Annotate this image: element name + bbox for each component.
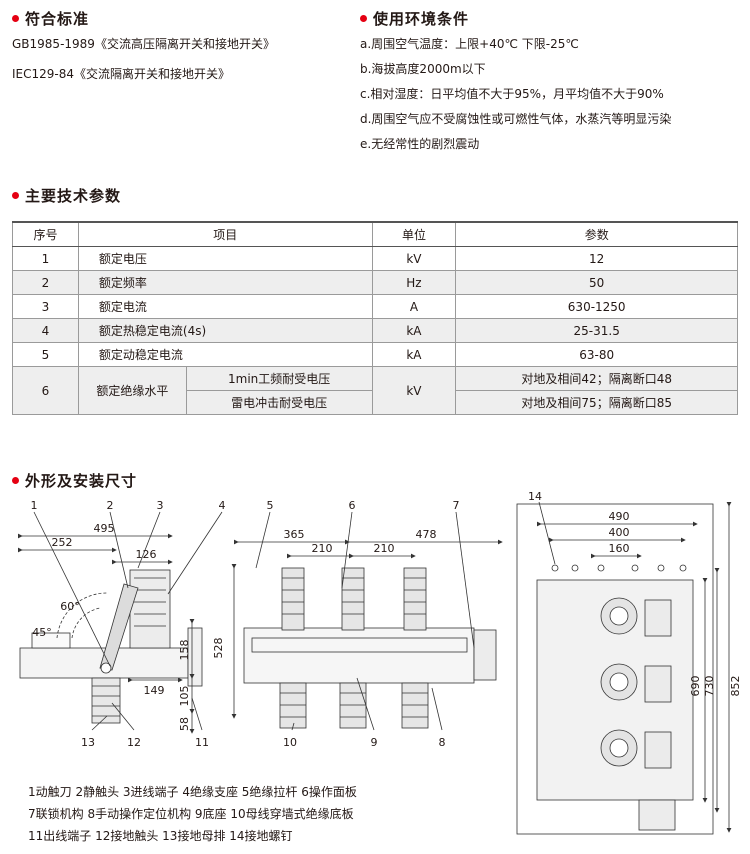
dim-252: 252	[52, 536, 73, 549]
specs-heading: 主要技术参数	[12, 185, 121, 206]
parts-legend-line: 1动触刀 2静触头 3进线端子 4绝缘支座 5绝缘拉杆 6操作面板	[28, 785, 357, 799]
callout-3: 3	[157, 499, 164, 512]
row-value: 12	[455, 246, 738, 271]
row-subitem: 1min工频耐受电压	[185, 366, 373, 391]
table-row: 雷电冲击耐受电压 对地及相间75；隔离断口85	[13, 390, 738, 415]
standard-line: IEC129-84《交流隔离开关和接地开关》	[12, 67, 231, 81]
table-row: 5 额定动稳定电流 kA 63-80	[12, 342, 738, 367]
environment-line: d.周围空气应不受腐蚀性或可燃性气体，水蒸汽等明显污染	[360, 112, 672, 126]
dim-852: 852	[729, 676, 742, 697]
environment-line: e.无经常性的剧烈震动	[360, 137, 480, 151]
row-item: 额定电压	[77, 246, 373, 271]
row-value: 对地及相间42；隔离断口48	[455, 366, 738, 391]
callout-1: 1	[31, 499, 38, 512]
environment-line: a.周围空气温度：上限+40℃ 下限-25℃	[360, 37, 579, 51]
row-value: 63-80	[455, 342, 738, 367]
dim-126: 126	[136, 548, 157, 561]
dimensions-heading: 外形及安装尺寸	[12, 470, 137, 491]
row-value: 50	[455, 270, 738, 295]
parts-legend-line: 11出线端子 12接地触头 13接地母排 14接地螺钉	[28, 829, 293, 843]
row-no: 6	[12, 366, 79, 415]
row-value: 对地及相间75；隔离断口85	[455, 390, 738, 415]
row-unit: kA	[371, 318, 457, 343]
row-no: 4	[12, 318, 79, 343]
parts-legend-line: 7联锁机构 8手动操作定位机构 9底座 10母线穿墙式绝缘底板	[28, 807, 354, 821]
callout-11: 11	[195, 736, 209, 749]
table-row: 2 额定频率 Hz 50	[12, 270, 738, 295]
dim-528: 528	[212, 638, 225, 659]
table-row: 4 额定热稳定电流(4s) kA 25-31.5	[12, 318, 738, 343]
standard-line: GB1985-1989《交流高压隔离开关和接地开关》	[12, 37, 275, 51]
header-no: 序号	[12, 221, 79, 247]
dim-495: 495	[94, 522, 115, 535]
row-unit: kA	[371, 342, 457, 367]
dim-478: 478	[416, 528, 437, 541]
row-no: 2	[12, 270, 79, 295]
table-row: 3 额定电流 A 630-1250	[12, 294, 738, 319]
environment-line: c.相对湿度：日平均值不大于95%，月平均值不大于90%	[360, 87, 664, 101]
header-unit: 单位	[371, 221, 457, 247]
callout-7: 7	[453, 499, 460, 512]
row-unit: kV	[371, 366, 457, 415]
callout-4: 4	[219, 499, 226, 512]
environment-line: b.海拔高度2000m以下	[360, 62, 486, 76]
table-header-row: 序号 项目 单位 参数	[12, 221, 738, 247]
header-value: 参数	[455, 221, 738, 247]
header-item: 项目	[77, 221, 373, 247]
bullet-dot-icon	[12, 192, 19, 199]
dim-210-a: 210	[312, 542, 333, 555]
callout-12: 12	[127, 736, 141, 749]
row-value: 630-1250	[455, 294, 738, 319]
row-unit: A	[371, 294, 457, 319]
row-item: 额定绝缘水平	[77, 366, 187, 415]
callout-10: 10	[283, 736, 297, 749]
dim-angle-60: 60°	[60, 600, 80, 613]
side-view-drawing: 1 2 3 4 5 6 7 13 12 11 10 9 8 495 252 12…	[18, 499, 503, 749]
row-unit: Hz	[371, 270, 457, 295]
callout-8: 8	[439, 736, 446, 749]
dim-365: 365	[284, 528, 305, 541]
table-row: 1 额定电压 kV 12	[12, 246, 738, 271]
dim-730: 730	[703, 676, 716, 697]
bullet-dot-icon	[360, 15, 367, 22]
top-view-drawing: 14 490 400 160 690 730 852	[516, 490, 742, 835]
callout-9: 9	[371, 736, 378, 749]
dim-210-b: 210	[374, 542, 395, 555]
row-subitem: 雷电冲击耐受电压	[185, 390, 373, 415]
row-item: 额定频率	[77, 270, 373, 295]
row-item: 额定电流	[77, 294, 373, 319]
callout-5: 5	[267, 499, 274, 512]
row-item: 额定动稳定电流	[77, 342, 373, 367]
row-value: 25-31.5	[455, 318, 738, 343]
bullet-dot-icon	[12, 15, 19, 22]
dim-angle-45: 45°	[32, 626, 52, 639]
dim-58: 58	[178, 717, 191, 731]
dim-149: 149	[144, 684, 165, 697]
dim-490: 490	[609, 510, 630, 523]
dim-105: 105	[178, 686, 191, 707]
bullet-dot-icon	[12, 477, 19, 484]
callout-2: 2	[107, 499, 114, 512]
row-item: 额定热稳定电流(4s)	[77, 318, 373, 343]
callout-13: 13	[81, 736, 95, 749]
table-row: 6 额定绝缘水平 1min工频耐受电压 kV 对地及相间42；隔离断口48	[12, 366, 738, 415]
callout-6: 6	[349, 499, 356, 512]
row-no: 1	[12, 246, 79, 271]
row-no: 3	[12, 294, 79, 319]
dim-160: 160	[609, 542, 630, 555]
dim-690: 690	[689, 676, 702, 697]
row-no: 5	[12, 342, 79, 367]
environment-heading: 使用环境条件	[360, 8, 469, 29]
dim-158: 158	[178, 640, 191, 661]
spec-table: 序号 项目 单位 参数 1 额定电压 kV 12 2 额定频率 Hz 50 3 …	[12, 221, 738, 415]
standards-heading: 符合标准	[12, 8, 89, 29]
callout-14: 14	[528, 490, 542, 503]
dim-400: 400	[609, 526, 630, 539]
row-unit: kV	[371, 246, 457, 271]
